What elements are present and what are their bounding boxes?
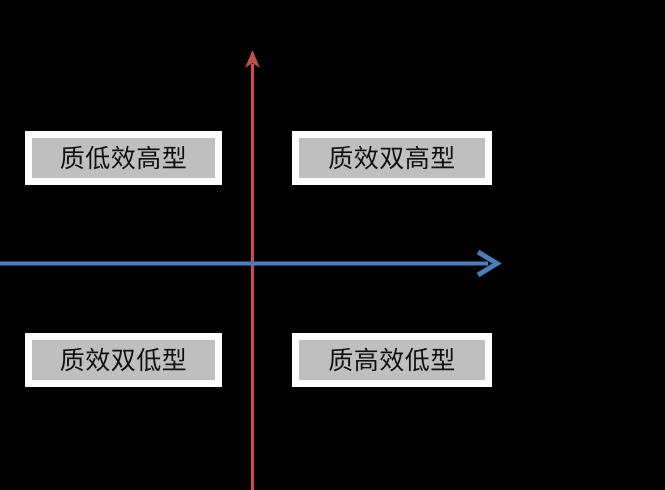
quadrant-box-top-right[interactable]: 质效双高型 <box>292 131 492 185</box>
vertical-axis-arrowhead-icon <box>245 50 260 68</box>
horizontal-axis-arrowhead-icon <box>476 249 502 278</box>
quadrant-label-top-right: 质效双高型 <box>328 143 456 173</box>
quadrant-box-bottom-right[interactable]: 质高效低型 <box>292 333 492 387</box>
quadrant-label-top-left: 质低效高型 <box>59 143 188 173</box>
quadrant-box-bottom-left[interactable]: 质效双低型 <box>25 333 222 387</box>
quadrant-label-bottom-left: 质效双低型 <box>59 345 188 375</box>
quadrant-label-bottom-right: 质高效低型 <box>328 345 456 375</box>
quadrant-box-top-left[interactable]: 质低效高型 <box>25 131 222 185</box>
